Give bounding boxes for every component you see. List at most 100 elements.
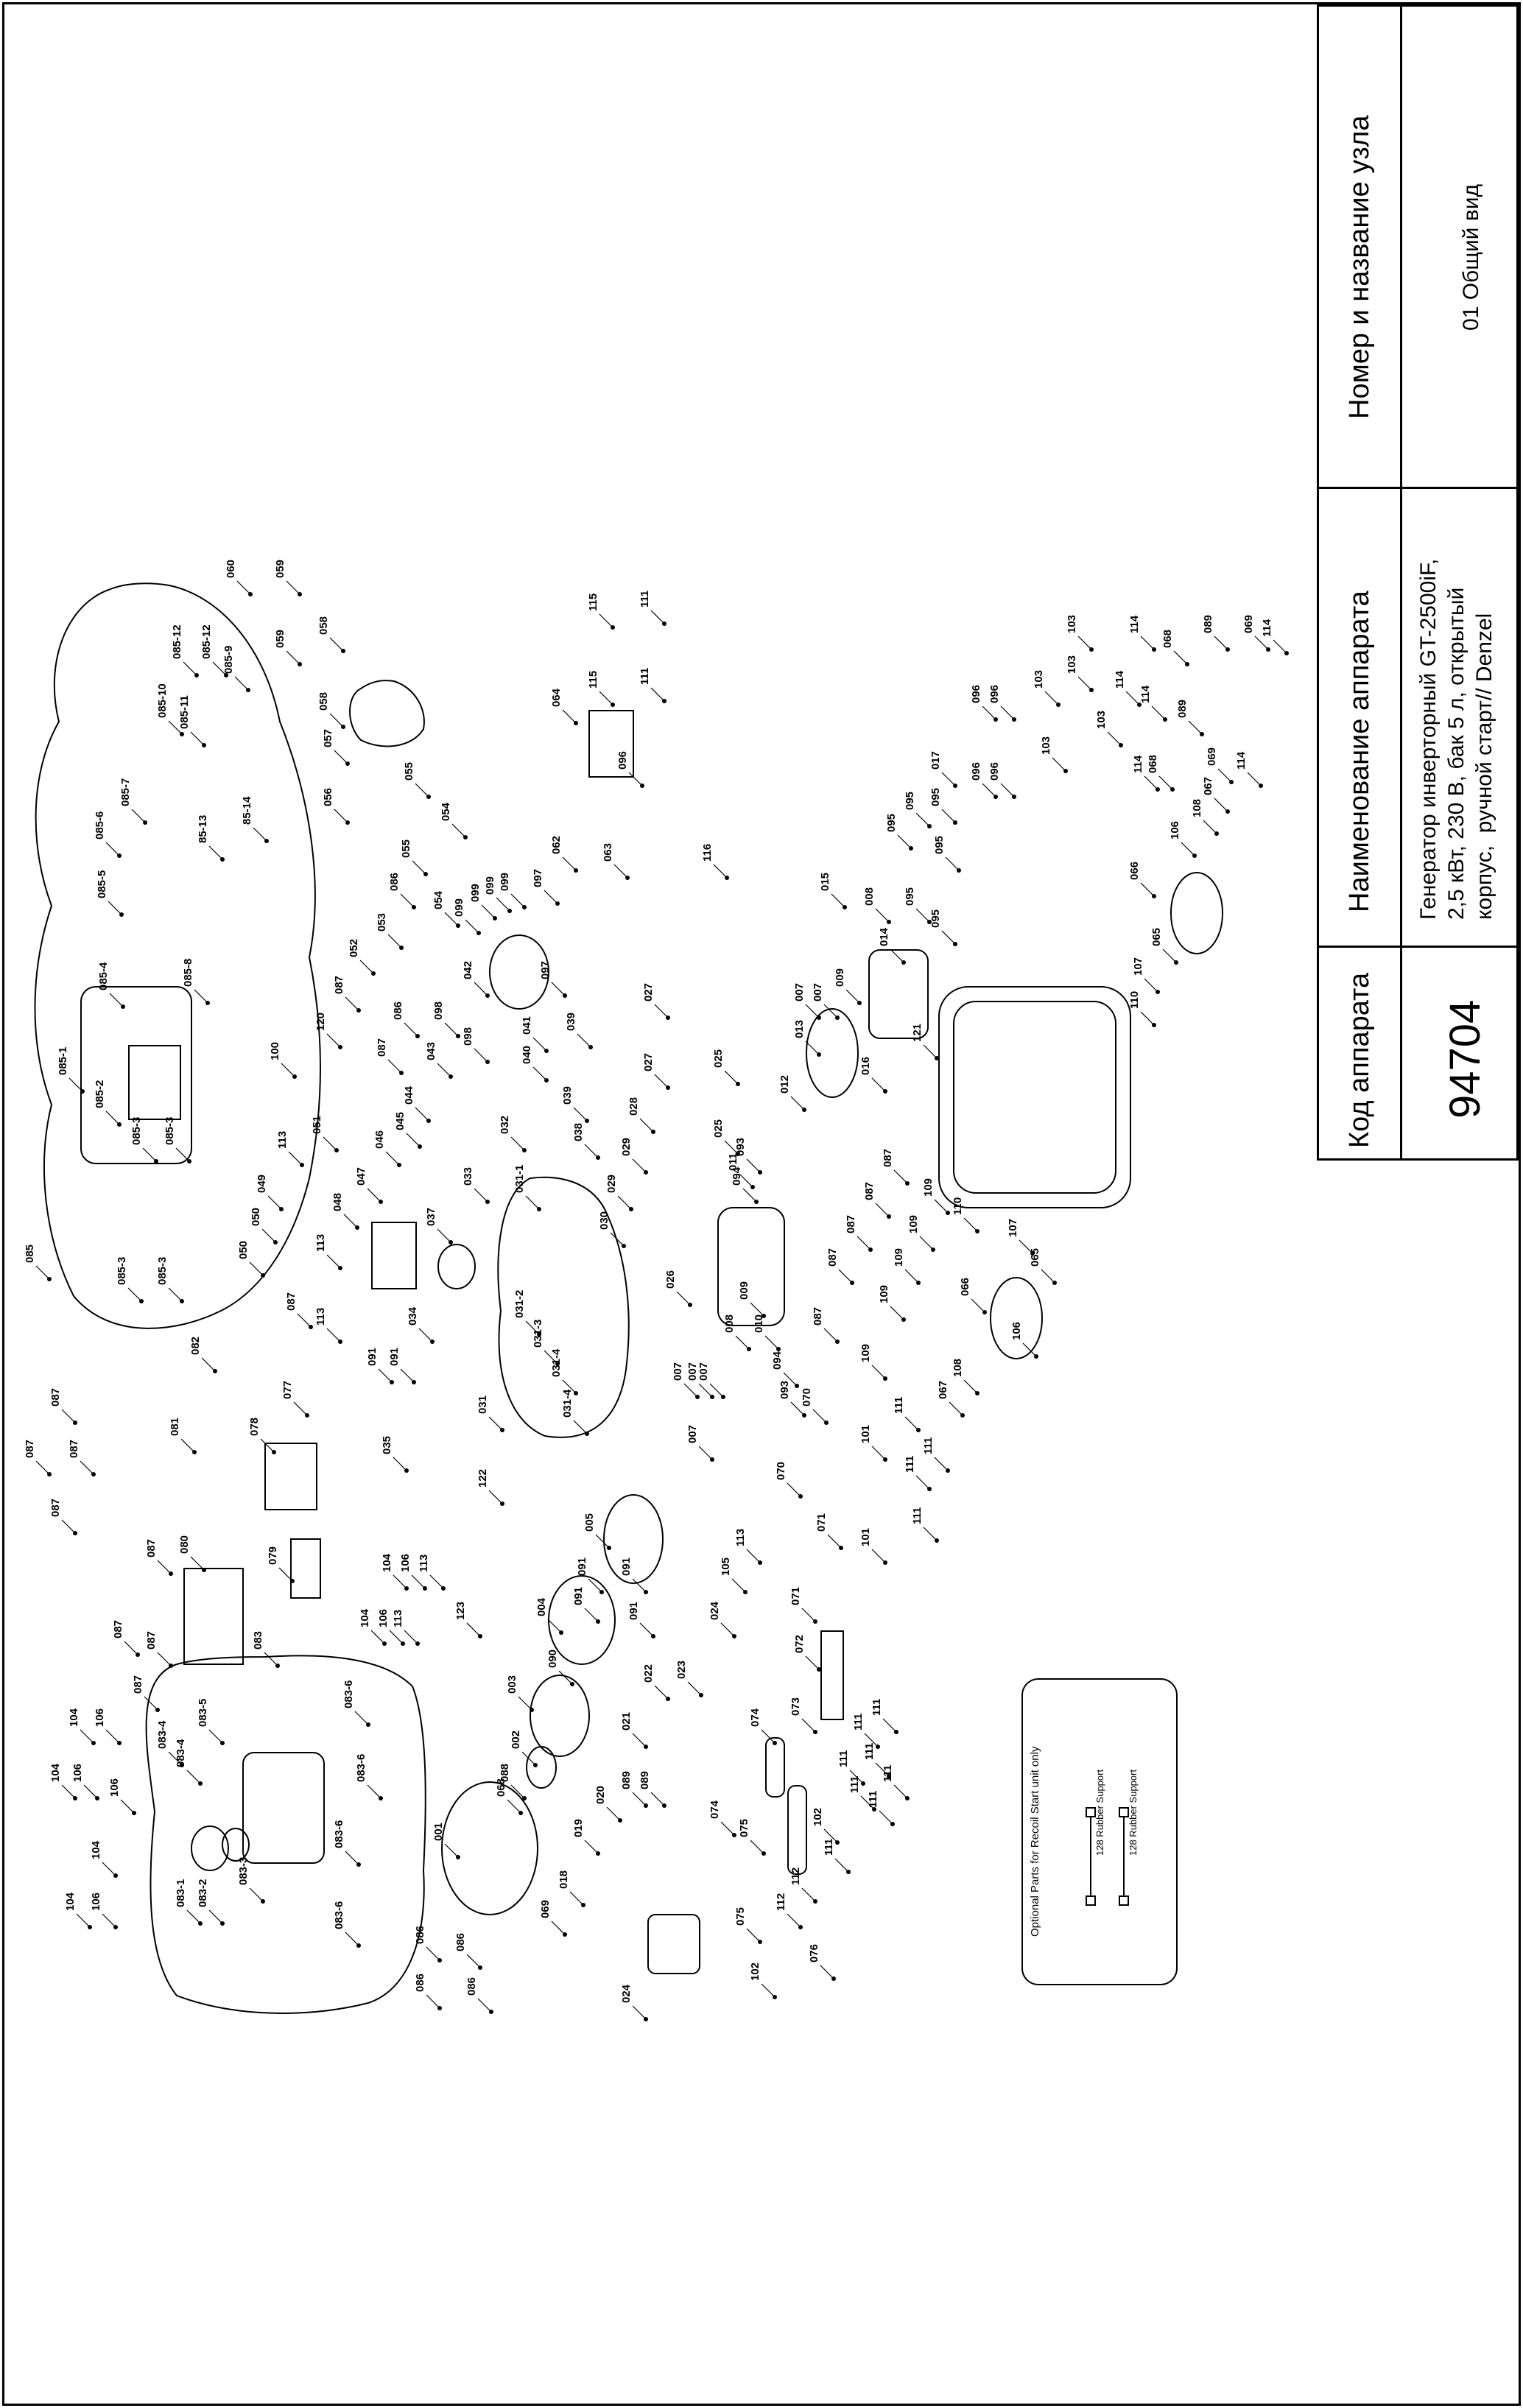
callout-label: 019: [572, 1819, 585, 1837]
leader-dot: [644, 2017, 648, 2021]
callout-label: 085-3: [156, 1257, 169, 1285]
leader-line: [801, 1608, 815, 1621]
callout-label: 025: [712, 1119, 725, 1138]
leader-line: [236, 580, 250, 594]
leader-line: [971, 1298, 984, 1312]
leader-line: [474, 982, 487, 995]
part-callout: 120: [314, 1013, 342, 1049]
callout-label: 111: [823, 1839, 835, 1856]
part-callout: 102: [812, 1808, 840, 1845]
callout-label: 111: [904, 1456, 916, 1473]
callout-label: 002: [510, 1731, 522, 1749]
callout-label: 071: [789, 1587, 802, 1605]
leader-dot: [273, 1240, 278, 1245]
leader-line: [212, 661, 225, 675]
leader-line: [577, 1033, 590, 1046]
leader-line: [142, 1147, 155, 1161]
leader-line: [387, 934, 401, 947]
leader-line: [915, 812, 929, 825]
leader-line: [400, 1368, 413, 1381]
part-callout: 040: [521, 1046, 549, 1082]
callout-label: 065: [1029, 1248, 1041, 1267]
part-callout: 085-2: [94, 1080, 122, 1127]
part-callout: 025: [712, 1119, 740, 1156]
callout-label: 115: [587, 594, 599, 611]
leader-dot: [883, 1457, 887, 1462]
part-callout: 091: [576, 1557, 604, 1594]
part-callout: 083-4: [156, 1720, 184, 1767]
callout-label: 106: [1010, 1322, 1023, 1340]
leader-dot: [651, 1130, 655, 1134]
leader-line: [724, 1140, 737, 1153]
callout-label: 085-1: [57, 1047, 69, 1075]
part-callout: 106: [108, 1778, 136, 1815]
callout-label: 087: [333, 976, 345, 994]
callout-label: 028: [627, 1097, 640, 1116]
leader-dot: [817, 1667, 821, 1672]
callout-label: 111: [639, 668, 651, 685]
part-callout: 019: [572, 1819, 600, 1856]
callout-label: 085-3: [116, 1257, 128, 1285]
callout-label: 095: [904, 887, 916, 906]
leader-line: [329, 637, 342, 650]
part-callout: 100: [269, 1042, 297, 1079]
leader-line: [1140, 882, 1153, 895]
leader-line: [746, 1549, 759, 1562]
callout-label: 114: [1139, 685, 1152, 703]
leader-dot: [1200, 732, 1204, 736]
part-callout: 096: [988, 685, 1016, 722]
part-callout: 098: [432, 1001, 460, 1038]
leader-dot: [1163, 717, 1167, 722]
leader-dot: [300, 1163, 304, 1167]
part-callout: 083-2: [197, 1879, 225, 1926]
leader-dot: [1170, 787, 1175, 792]
leader-dot: [688, 1303, 692, 1307]
leader-dot: [662, 622, 666, 626]
callout-label: 087: [68, 1440, 80, 1458]
part-callout: 087: [812, 1307, 840, 1344]
callout-label: 079: [267, 1546, 279, 1565]
part-callout: 022: [642, 1664, 670, 1701]
part-callout: 085-12: [200, 624, 228, 677]
leader-line: [418, 1328, 432, 1341]
leader-dot: [872, 1807, 876, 1812]
callout-label: 045: [394, 1112, 407, 1130]
leader-dot: [345, 820, 350, 825]
leader-line: [632, 1158, 645, 1172]
leader-dot: [1214, 831, 1219, 836]
leader-dot: [935, 1538, 939, 1543]
callout-label: 085-8: [182, 959, 194, 987]
callout-label: 113: [392, 1610, 404, 1627]
leader-dot: [563, 1932, 567, 1937]
leader-dot: [500, 1428, 504, 1432]
part-callout: 014: [878, 927, 906, 965]
leader-dot: [574, 868, 578, 873]
leader-dot: [397, 1163, 401, 1167]
leader-line: [389, 1630, 402, 1643]
leader-line: [1247, 772, 1260, 785]
leader-dot: [507, 909, 512, 913]
leader-line: [613, 864, 627, 877]
leader-dot: [121, 1004, 125, 1009]
leader-line: [1173, 650, 1186, 663]
leader-line: [562, 1379, 575, 1393]
part-callout: 095: [904, 792, 932, 828]
callout-label: 098: [432, 1001, 445, 1020]
leader-line: [281, 1063, 294, 1076]
leader-line: [393, 1457, 406, 1470]
leader-line: [893, 1784, 907, 1798]
leader-line: [1203, 820, 1216, 833]
leader-line: [562, 856, 575, 870]
leader-line: [934, 1457, 947, 1470]
part-callout: 002: [510, 1731, 538, 1767]
part-callout: 086: [414, 1926, 442, 1962]
part-callout: 114: [1114, 670, 1142, 707]
leader-line: [1214, 798, 1227, 811]
part-muffler-083-3: [242, 1752, 325, 1864]
callout-label: 102: [812, 1808, 824, 1826]
leader-dot: [213, 1369, 217, 1373]
part-callout: 067: [937, 1381, 965, 1418]
part-callout: 111: [823, 1839, 851, 1874]
leader-dot: [437, 1958, 442, 1962]
leader-dot: [736, 1082, 740, 1086]
